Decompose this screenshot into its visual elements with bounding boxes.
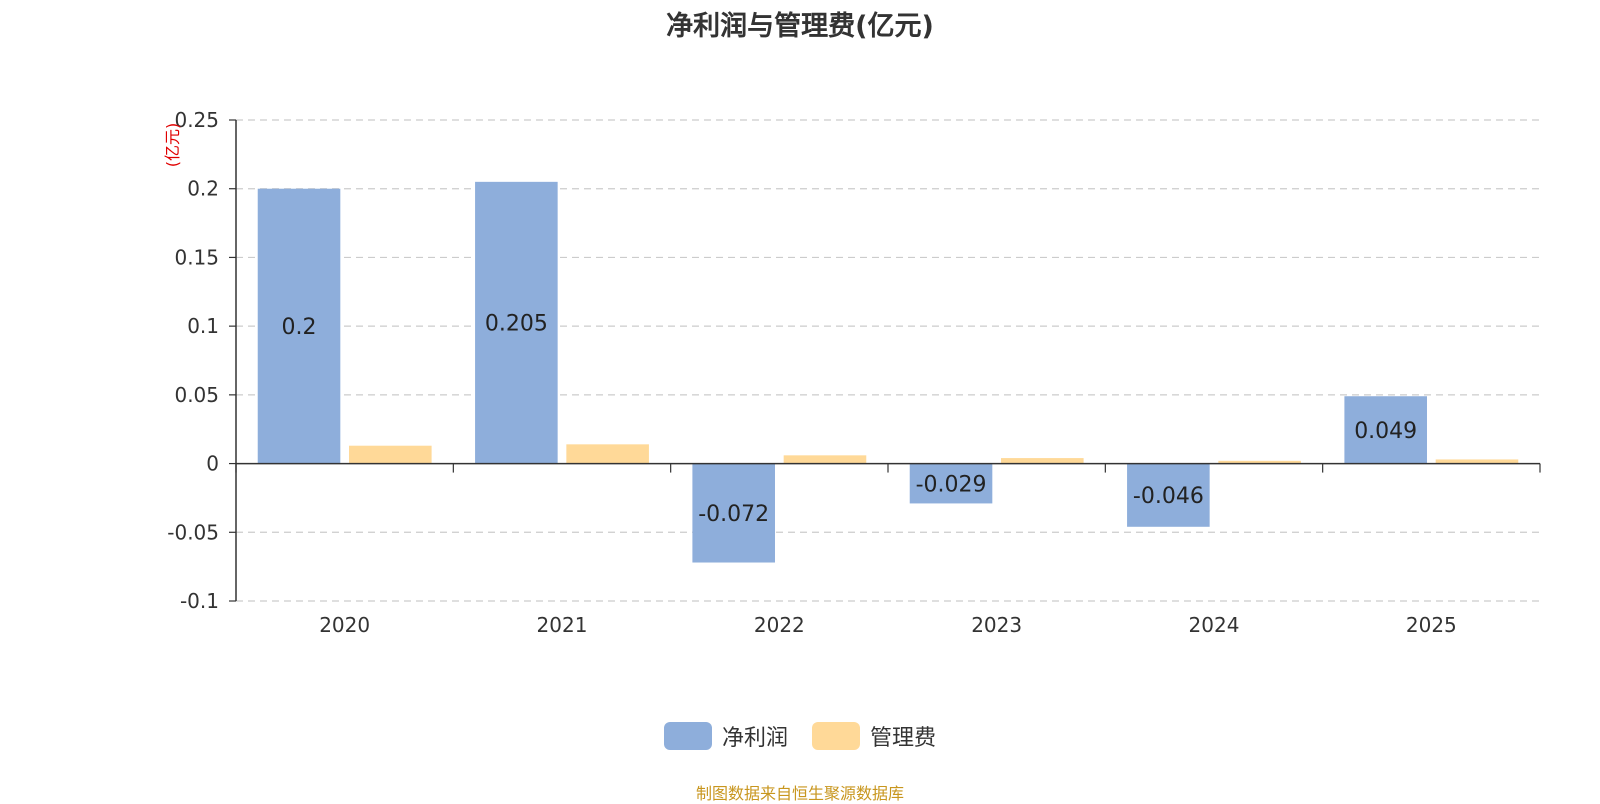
bar-net-profit[interactable] <box>909 463 993 504</box>
bar-net-profit[interactable] <box>1344 396 1427 464</box>
data-labels: 0.2 0.205 -0.072 -0.029 -0.046 0.049 <box>282 312 1418 527</box>
y-tick-label: -0.1 <box>180 589 219 613</box>
bar-net-profit[interactable] <box>1127 463 1210 527</box>
bar-admin-expense[interactable] <box>1218 460 1301 464</box>
x-tick-label: 2021 <box>537 613 588 637</box>
bar-value-label: -0.046 <box>1133 484 1204 509</box>
legend-swatch-admin-expense <box>812 722 860 750</box>
bar-admin-expense[interactable] <box>1001 458 1084 464</box>
legend-item-admin-expense[interactable]: 管理费 <box>812 720 936 752</box>
bar-net-profit[interactable] <box>257 188 341 464</box>
bar-admin-expense[interactable] <box>783 455 867 464</box>
x-tick-label: 2024 <box>1189 613 1240 637</box>
bar-value-label: 0.2 <box>282 315 317 340</box>
y-tick-label: -0.05 <box>167 520 219 544</box>
bar-value-label: -0.029 <box>916 472 987 497</box>
axes: 0.25 0.2 0.15 0.1 0.05 0 -0.05 -0.1 2020 2021 2022… <box>167 108 1541 637</box>
y-tick-label: 0.2 <box>187 177 219 201</box>
bar-admin-expense[interactable] <box>566 444 649 464</box>
chart-title: 净利润与管理费(亿元) <box>666 11 934 42</box>
bar-value-label: -0.072 <box>698 502 769 527</box>
bars <box>257 181 1519 563</box>
legend-label-admin-expense: 管理费 <box>870 726 937 751</box>
legend-swatch-net-profit <box>663 722 712 750</box>
y-tick-label: 0.25 <box>174 108 219 132</box>
y-axis-unit-label: (亿元) <box>163 123 182 168</box>
footer-source: 制图数据来自恒生聚源数据库 <box>695 784 904 803</box>
y-tick-label: 0 <box>206 452 219 476</box>
y-tick-label: 0.1 <box>187 314 219 338</box>
y-tick-label: 0.15 <box>174 245 219 269</box>
legend: 净利润 管理费 <box>0 720 1600 752</box>
bar-admin-expense[interactable] <box>349 445 432 464</box>
y-tick-label: 0.05 <box>174 383 219 407</box>
legend-item-net-profit[interactable]: 净利润 <box>663 720 788 752</box>
bar-value-label: 0.049 <box>1354 419 1417 444</box>
legend-label-net-profit: 净利润 <box>721 726 788 751</box>
bar-value-label: 0.205 <box>485 312 548 337</box>
gridlines <box>236 119 1540 602</box>
bar-net-profit[interactable] <box>475 181 558 464</box>
x-tick-label: 2025 <box>1406 613 1457 637</box>
chart-area: 0.25 0.2 0.15 0.1 0.05 0 -0.05 -0.1 2020 2021 2022… <box>163 108 1541 637</box>
bar-net-profit[interactable] <box>692 463 775 563</box>
bar-admin-expense[interactable] <box>1435 459 1519 464</box>
x-tick-label: 2022 <box>754 613 805 637</box>
x-tick-label: 2020 <box>319 613 370 637</box>
x-tick-label: 2023 <box>971 613 1022 637</box>
